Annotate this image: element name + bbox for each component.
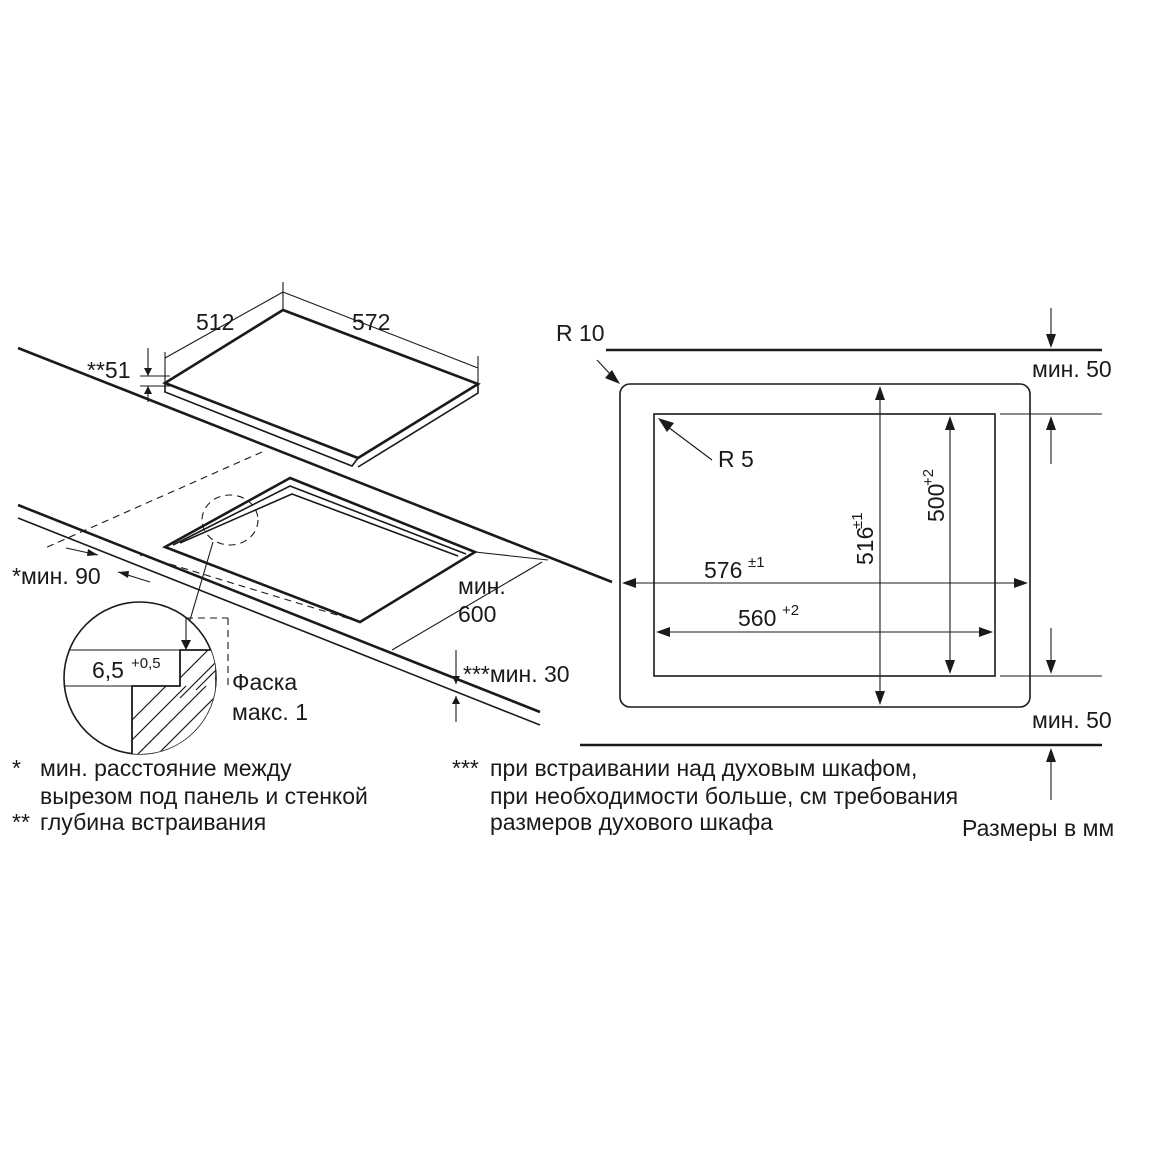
height-inner-label: 500 <box>923 484 949 522</box>
detail-leader-line <box>189 541 214 621</box>
width-outer-label: 576 <box>704 557 742 583</box>
worktop-upper-edge <box>17 346 613 584</box>
edge-detail: 6,5 +0,5 <box>63 601 229 755</box>
detail-marker-circle <box>201 494 259 546</box>
radius-inner-label: R 5 <box>718 446 754 472</box>
note-3-line-2: при необходимости больше, см требования <box>490 783 958 809</box>
cutout-rect <box>653 413 996 677</box>
worktop-front-edge-lower <box>17 517 541 726</box>
height-outer-tol: ±1 <box>849 512 866 529</box>
note-3-line-1: при встраивании над духовым шкафом, <box>490 755 917 781</box>
dim-line-width <box>282 291 479 369</box>
note-3-mark: *** <box>452 755 479 781</box>
projection-dashed-line <box>44 451 263 549</box>
width-outer-tol: ±1 <box>748 554 765 571</box>
note-3-line-3: размеров духового шкафа <box>490 809 773 835</box>
footnotes: * мин. расстояние между вырезом под пане… <box>12 755 1114 841</box>
width-inner-label: 560 <box>738 605 776 631</box>
note-2-mark: ** <box>12 809 30 835</box>
detail-depth-tol: +0,5 <box>131 655 161 672</box>
isometric-view: 512 572 **51 *мин. 90 мин. 600 ***мин. 3… <box>12 282 613 755</box>
ext-line <box>474 551 549 561</box>
height-inner-tol: +2 <box>920 469 937 486</box>
note-2-line-1: глубина встраивания <box>40 809 266 835</box>
dim-front-line <box>391 561 543 651</box>
dim-depth-label: 512 <box>196 309 234 335</box>
dim-height-label: **51 <box>87 357 130 383</box>
outer-frame <box>619 383 1031 708</box>
radius-outer-label: R 10 <box>556 320 605 346</box>
dim-front-label: мин. <box>458 573 506 599</box>
hob-plate <box>162 308 481 468</box>
note-1-line-2: вырезом под панель и стенкой <box>40 783 368 809</box>
height-outer-label: 516 <box>852 527 878 565</box>
detail-depth-label: 6,5 <box>92 657 124 683</box>
chamfer-label-1: Фаска <box>232 669 297 695</box>
radius-inner-leader <box>667 426 713 461</box>
dim-front-value: 600 <box>458 601 496 627</box>
dim-width-label: 572 <box>352 309 390 335</box>
projection-dashed-line <box>139 554 361 623</box>
dim-oven-label: ***мин. 30 <box>463 661 570 687</box>
note-1-mark: * <box>12 755 21 781</box>
units-note: Размеры в мм <box>962 815 1114 841</box>
min-bottom-label: мин. 50 <box>1032 707 1112 733</box>
worktop-cutout <box>161 476 478 624</box>
width-inner-tol: +2 <box>782 602 799 619</box>
note-1-line-1: мин. расстояние между <box>40 755 292 781</box>
dim-line-depth <box>164 291 284 359</box>
min-top-label: мин. 50 <box>1032 356 1112 382</box>
dim-wall-label: *мин. 90 <box>12 563 101 589</box>
chamfer-label-2: макс. 1 <box>232 699 308 725</box>
cutout-plan-view: мин. 50 мин. 50 R 10 R 5 576 ±1 560 +2 5… <box>556 308 1112 800</box>
